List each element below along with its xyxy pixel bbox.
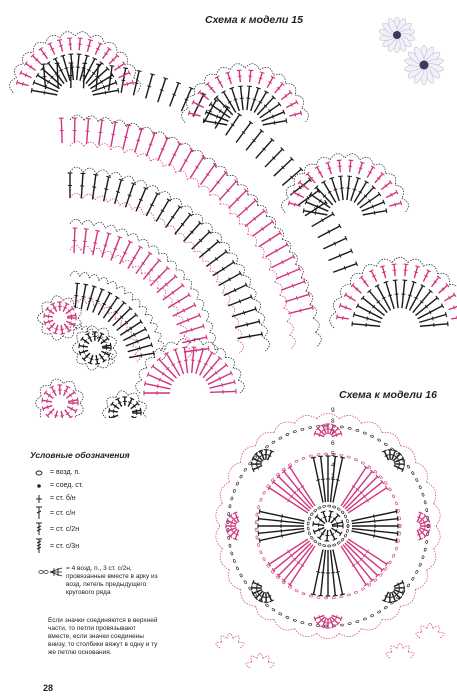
edge-petal bbox=[381, 579, 405, 603]
stitch-row bbox=[58, 117, 314, 315]
legend-title: Условные обозначения bbox=[30, 450, 130, 460]
legend-item: = ст. с/2н bbox=[30, 521, 160, 537]
chain-loops bbox=[37, 295, 82, 341]
shell-lower-right bbox=[336, 263, 457, 320]
round-label: 7 bbox=[331, 429, 335, 436]
chain-loops bbox=[135, 338, 245, 394]
chain-arc bbox=[306, 504, 350, 548]
shell-lower-right bbox=[351, 279, 449, 328]
chain-loops bbox=[35, 378, 84, 418]
legend-item: = ст. б/н bbox=[30, 492, 160, 505]
chain-icon bbox=[30, 469, 48, 477]
legend-list: = возд. п. = соед. ст. = ст. б/н = ст. с… bbox=[30, 466, 160, 555]
spoke bbox=[267, 538, 316, 587]
legend-text: = соед. ст. bbox=[50, 482, 84, 489]
spoke bbox=[340, 538, 389, 587]
chain-loops bbox=[281, 153, 409, 214]
legend-item: = ст. с/н bbox=[30, 505, 160, 521]
chain-loops bbox=[72, 325, 117, 371]
round-label: 3 bbox=[331, 473, 335, 480]
title-model-15: Схема к модели 15 bbox=[205, 14, 303, 26]
spoke bbox=[351, 508, 399, 544]
edge-petal bbox=[251, 579, 275, 603]
legend-item: = соед. ст. bbox=[30, 479, 160, 492]
center-stitches bbox=[312, 510, 344, 542]
double-crochet-icon bbox=[30, 506, 48, 520]
crochet-diagram-model-15 bbox=[9, 31, 457, 418]
flower-2 bbox=[404, 44, 444, 86]
chain-loops bbox=[385, 642, 415, 659]
chain-loops bbox=[215, 632, 245, 649]
stitch-row bbox=[72, 227, 210, 353]
legend-note: Если значки соединяются в верхней части,… bbox=[48, 617, 158, 656]
cluster-stitch-icon bbox=[38, 567, 63, 577]
spoke bbox=[257, 508, 305, 544]
chain-arc bbox=[254, 452, 402, 600]
legend-item: = ст. с/3н bbox=[30, 537, 160, 555]
chain-loops bbox=[69, 166, 270, 352]
slip-stitch-icon bbox=[30, 482, 48, 490]
small-motif bbox=[78, 331, 112, 365]
legend: Условные обозначения = возд. п. = соед. … bbox=[30, 450, 160, 555]
round-labels: 9 8 7 6 5 4 3 bbox=[331, 407, 335, 480]
title-model-16: Схема к модели 16 bbox=[339, 389, 437, 401]
crochet-diagram-model-16: 9 8 7 6 5 4 3 bbox=[215, 407, 445, 669]
spoke bbox=[267, 465, 316, 514]
edge-petal bbox=[381, 449, 405, 473]
round-label: 8 bbox=[331, 418, 335, 425]
chain-loops bbox=[102, 390, 147, 418]
triple-treble-icon bbox=[30, 538, 48, 554]
single-crochet-icon bbox=[30, 494, 48, 504]
small-motif bbox=[108, 396, 142, 418]
small-motif bbox=[43, 301, 77, 335]
shell-top bbox=[15, 37, 135, 87]
round-label: 4 bbox=[331, 462, 335, 469]
chain-loops bbox=[181, 63, 309, 124]
spoke bbox=[310, 549, 346, 597]
shell-bottom bbox=[143, 346, 237, 396]
chain-loops bbox=[245, 652, 275, 669]
legend-item: = возд. п. bbox=[30, 466, 160, 479]
shell-top bbox=[30, 53, 120, 96]
legend-text: = ст. с/н bbox=[50, 509, 76, 517]
edge-petal bbox=[251, 449, 275, 473]
round-label: 9 bbox=[331, 407, 335, 414]
cluster-stitch-description: = 4 возд. п., 3 ст. с/2н, провязанные вм… bbox=[66, 565, 158, 596]
stitch-row bbox=[67, 172, 263, 340]
shell-mid bbox=[187, 69, 303, 117]
stitch-row bbox=[74, 282, 155, 359]
chain-loops bbox=[415, 622, 445, 639]
legend-text: = ст. с/3н bbox=[50, 542, 80, 550]
flower-decoration bbox=[379, 16, 444, 86]
edge-petal bbox=[313, 614, 343, 629]
stitch-row bbox=[40, 62, 358, 273]
shell-right bbox=[287, 159, 403, 207]
edge-petal bbox=[225, 511, 240, 541]
shell-right bbox=[302, 175, 388, 216]
chain-loops bbox=[69, 218, 219, 356]
legend-text: = ст. с/2н bbox=[50, 525, 80, 533]
legend-text: = ст. б/н bbox=[50, 495, 76, 502]
chain-loops bbox=[69, 114, 322, 347]
chain-loops bbox=[69, 270, 167, 361]
edge-petal bbox=[313, 423, 343, 438]
spoke bbox=[340, 465, 389, 514]
round-label: 5 bbox=[331, 451, 335, 458]
chain-loops bbox=[69, 192, 244, 354]
treble-crochet-icon bbox=[30, 522, 48, 536]
edge-petal bbox=[416, 511, 431, 541]
spoke bbox=[310, 455, 346, 503]
flower-1 bbox=[379, 16, 415, 54]
round-label: 6 bbox=[331, 440, 335, 447]
legend-text: = возд. п. bbox=[50, 469, 81, 476]
chain-loops bbox=[215, 412, 441, 640]
shell-mid bbox=[202, 85, 288, 126]
small-motif bbox=[41, 384, 79, 418]
page-number: 28 bbox=[43, 683, 54, 693]
chain-loops bbox=[9, 31, 141, 93]
